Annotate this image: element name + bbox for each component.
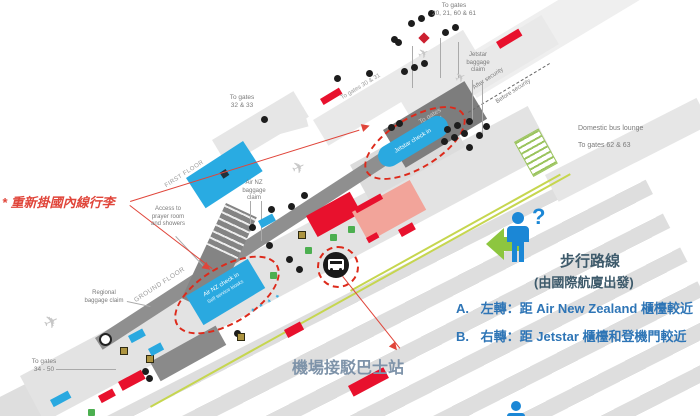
restroom-icon <box>421 60 428 67</box>
option-b-text: 右轉：距 Jetstar 櫃檯和登機門較近 <box>480 329 687 344</box>
gates-20-label: To gates 20, 21, 60 & 61 <box>431 2 477 18</box>
service-red-bar <box>320 87 343 106</box>
leader-line <box>440 38 441 78</box>
poi-icon <box>441 138 448 145</box>
poi-icon <box>146 375 153 382</box>
recheck-baggage-note: * 重新掛國內線行李 <box>2 195 115 210</box>
option-b-key: B. <box>456 329 469 344</box>
bus-lounge-label: Domestic bus lounge <box>578 125 644 132</box>
shop-icon <box>120 347 128 355</box>
walking-person-icon: ? <box>486 206 545 262</box>
poi-icon <box>301 192 308 199</box>
poi-icon <box>418 15 425 22</box>
poi-icon <box>142 368 149 375</box>
route-title: 步行路線 <box>560 253 621 270</box>
airnz-claim-label: Air NZ baggage claim <box>242 180 266 201</box>
poi-icon <box>286 256 293 263</box>
poi-red-icon <box>418 32 430 44</box>
gates-32-label: To gates 32 & 33 <box>229 94 255 110</box>
poi-icon <box>452 24 459 31</box>
poi-icon <box>261 116 268 123</box>
gates-62-label: To gates 62 & 63 <box>578 142 631 149</box>
poi-icon <box>428 10 435 17</box>
bus-stop-icon <box>88 409 95 416</box>
poi-icon <box>396 120 403 127</box>
question-mark: ? <box>532 206 545 229</box>
poi-icon <box>388 124 395 131</box>
regional-claim-label: Regional baggage claim <box>84 290 124 304</box>
poi-icon <box>444 126 451 133</box>
poi-icon <box>454 122 461 129</box>
poi-icon <box>461 130 468 137</box>
restroom-icon <box>401 68 408 75</box>
route-option-b: B. 右轉：距 Jetstar 櫃檯和登機門較近 <box>456 326 687 345</box>
poi-icon <box>334 75 341 82</box>
poi-ring-icon <box>99 333 112 346</box>
walking-person-icon-partial <box>507 401 525 416</box>
option-a-key: A. <box>456 301 469 316</box>
poi-icon <box>366 70 373 77</box>
poi-icon <box>391 36 398 43</box>
airplane-icon: ✈ <box>289 157 309 179</box>
poi-icon <box>266 242 273 249</box>
option-a-text: 左轉：距 Air New Zealand 櫃檯較近 <box>480 301 693 316</box>
leader-line <box>482 80 483 134</box>
bus-station-highlight-ring <box>317 246 359 288</box>
leader-line <box>250 201 251 225</box>
leader-line <box>472 80 473 120</box>
poi-icon <box>249 224 256 231</box>
poi-icon <box>466 144 473 151</box>
shop-icon <box>298 231 306 239</box>
poi-icon <box>296 266 303 273</box>
poi-icon <box>442 29 449 36</box>
poi-icon <box>288 203 295 210</box>
route-subtitle: (由國際航廈出發) <box>534 275 634 290</box>
bus-stop-icon <box>305 247 312 254</box>
route-option-a: A. 左轉：距 Air New Zealand 櫃檯較近 <box>456 298 693 317</box>
poi-icon <box>395 39 402 46</box>
annotation-arrowhead <box>360 121 371 132</box>
shuttle-bus-label: 機場接駁巴士站 <box>292 360 405 377</box>
restroom-icon <box>411 64 418 71</box>
bus-station-icon <box>323 252 349 278</box>
poi-icon <box>483 123 490 130</box>
prayer-room-label: Access to prayer room and showers <box>150 206 186 227</box>
poi-icon <box>408 20 415 27</box>
airplane-icon: ✈ <box>40 309 63 335</box>
route-arrow <box>486 228 522 260</box>
poi-icon <box>466 118 473 125</box>
leader-line <box>458 42 459 78</box>
shop-icon <box>146 355 154 363</box>
poi-icon <box>451 134 458 141</box>
gates-34-label: To gates 34 - 50 <box>31 358 57 374</box>
poi-icon <box>476 132 483 139</box>
shop-icon <box>237 333 245 341</box>
info-icon <box>270 272 277 279</box>
bus-stop-icon <box>330 234 337 241</box>
jetstar-claim-label: Jetstar baggage claim <box>466 52 490 73</box>
bus-glyph <box>328 259 344 271</box>
bus-stop-icon <box>348 226 355 233</box>
leader-line <box>56 369 116 370</box>
poi-icon <box>268 206 275 213</box>
